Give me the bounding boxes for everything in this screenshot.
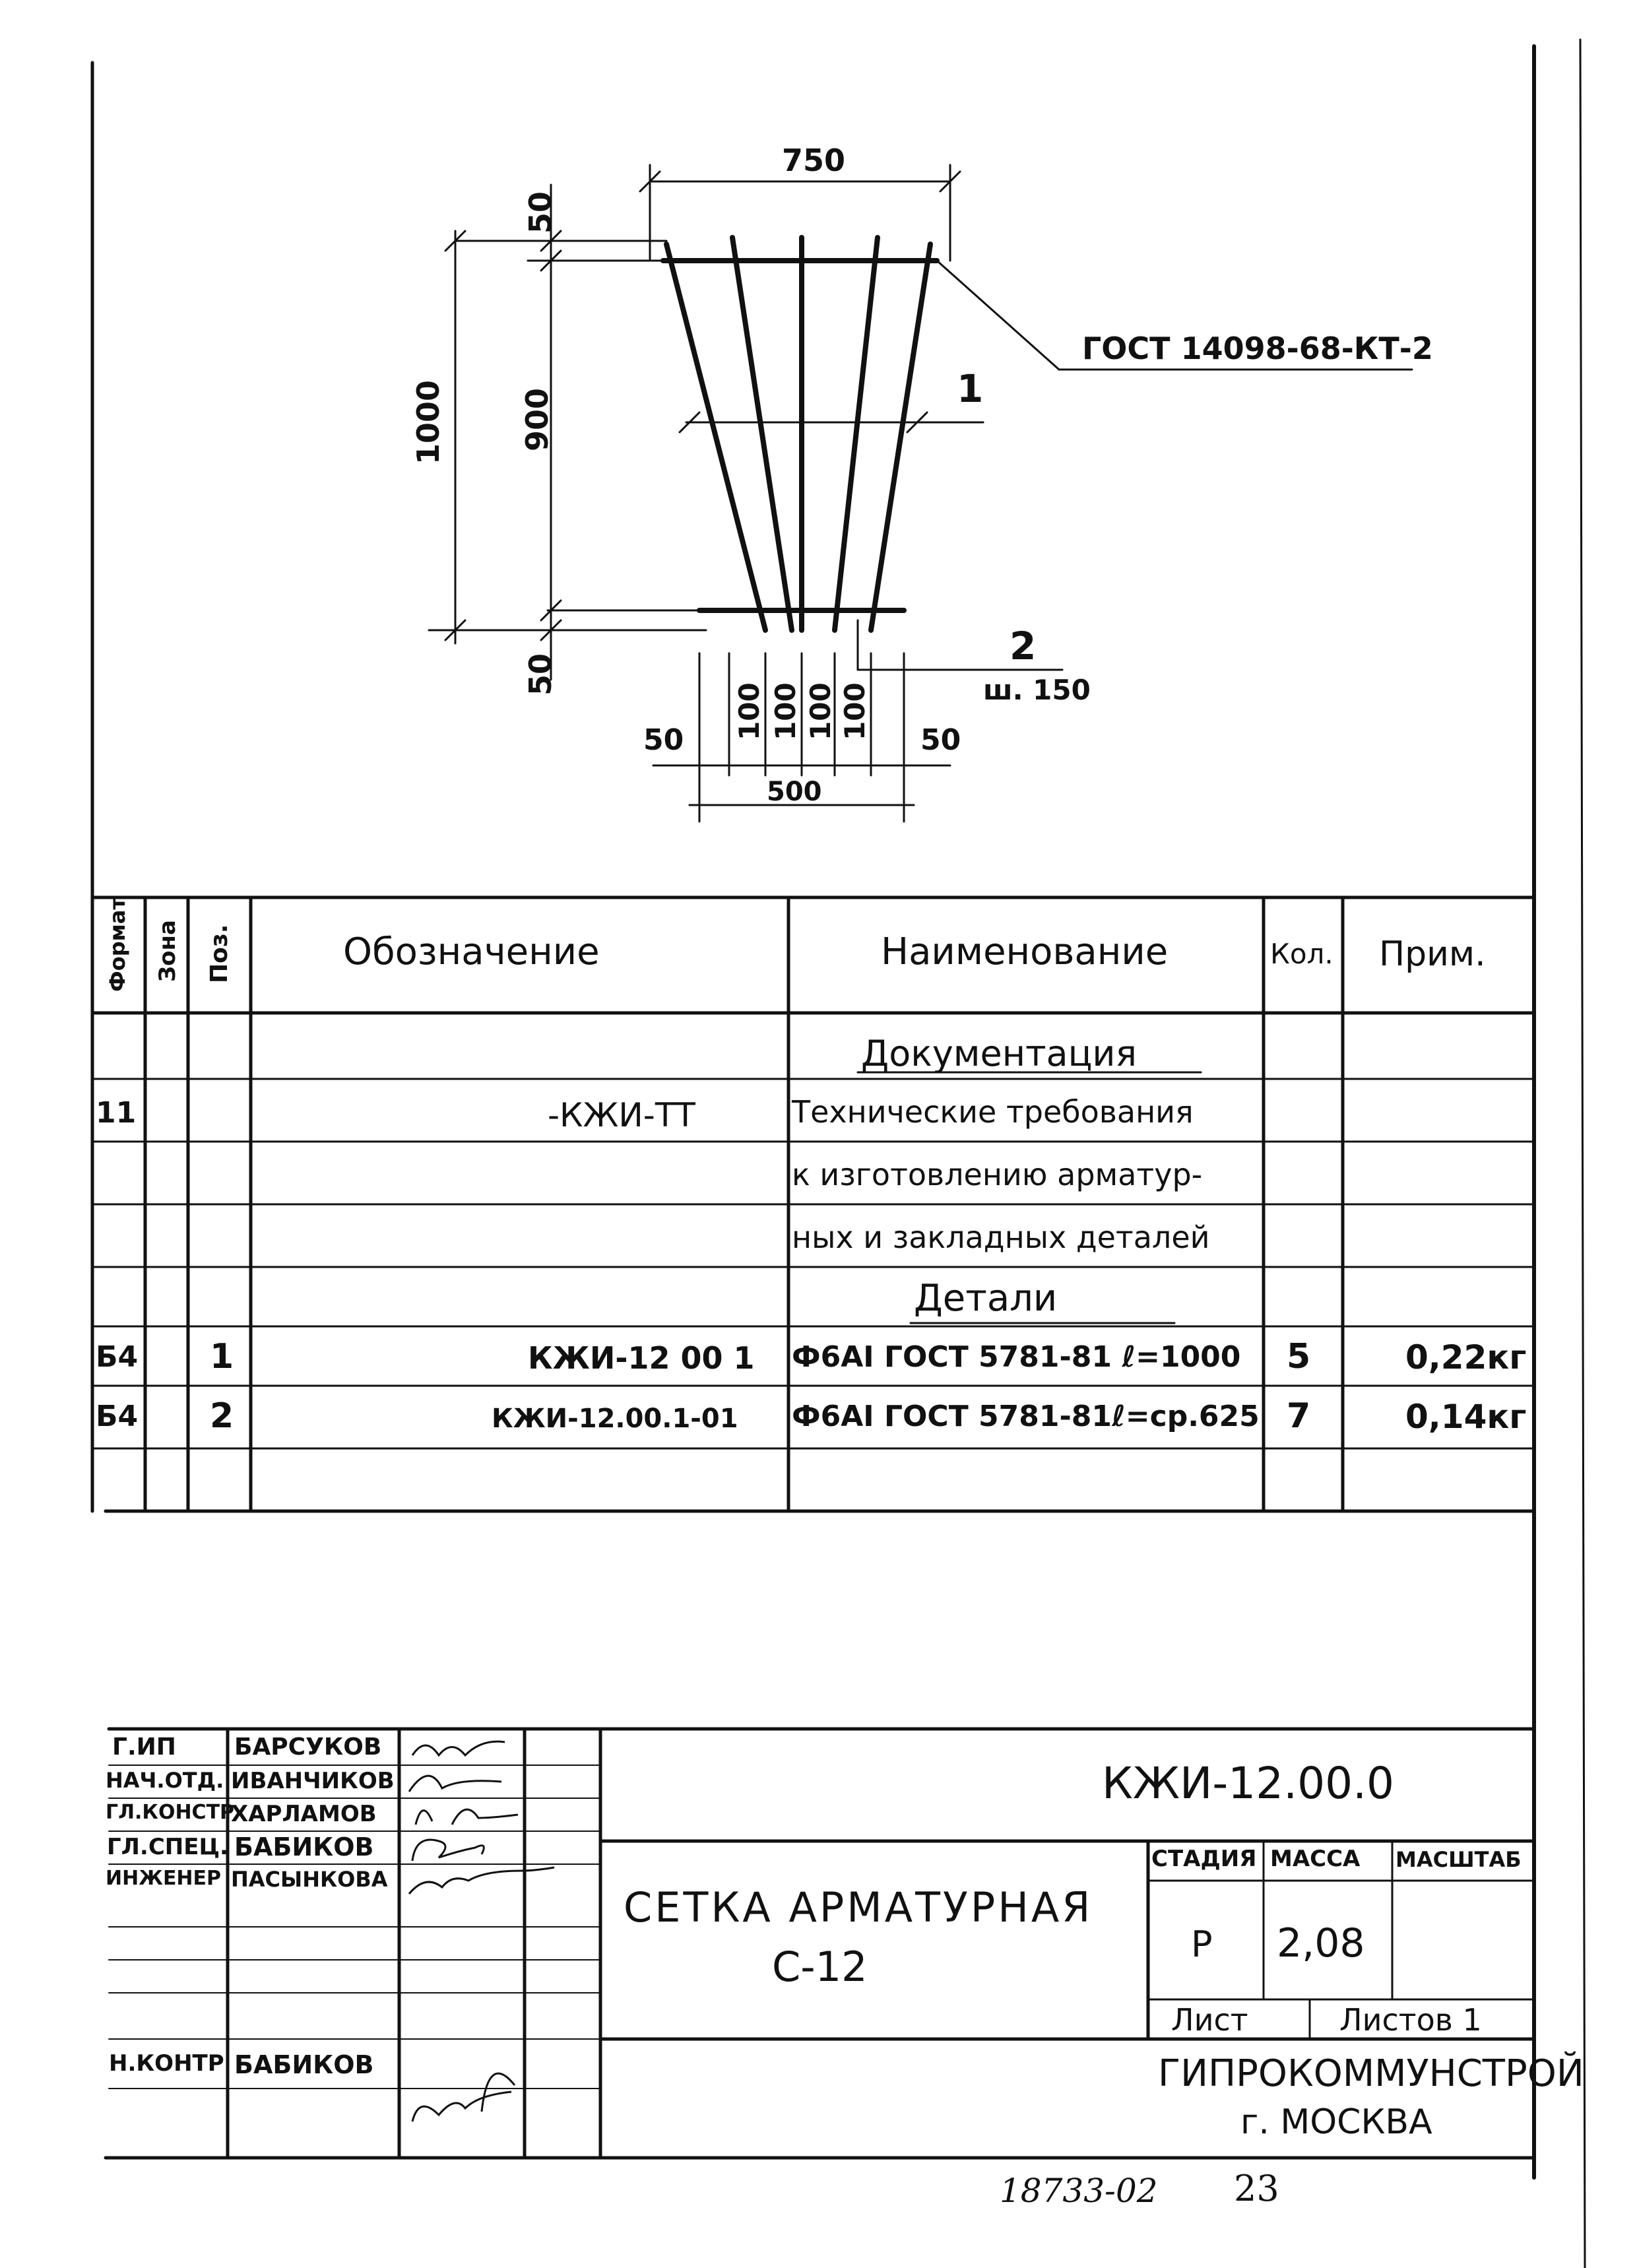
page-number: 23 xyxy=(1234,2168,1279,2209)
dim-1000-label: 1000 xyxy=(410,379,446,465)
part-row-format: Б4 xyxy=(96,1400,139,1433)
part-row-designation: КЖИ-12.00.1-01 xyxy=(492,1404,738,1434)
role-n-kontr: Н.КОНТР xyxy=(109,2050,224,2077)
sheets-label: Листов 1 xyxy=(1339,2002,1482,2038)
dim-100-d-label: 100 xyxy=(839,682,871,740)
dim-100-a-label: 100 xyxy=(733,682,765,740)
role-gip: Г.ИП xyxy=(112,1733,176,1761)
name-n-kontr: БАБИКОВ xyxy=(234,2050,374,2079)
role-nach-otd: НАЧ.ОТД. xyxy=(106,1768,224,1793)
part-row-name: Ф6АI ГОСТ 5781-81 ℓ=1000 xyxy=(792,1340,1241,1374)
signature-kharlamov xyxy=(414,1808,519,1825)
dim-100-c-label: 100 xyxy=(804,682,837,740)
role-engineer: ИНЖЕНЕР xyxy=(106,1867,222,1890)
scale-label: МАСШТАБ xyxy=(1396,1847,1522,1872)
name-gl-konstr: ХАРЛАМОВ xyxy=(231,1801,377,1827)
mesh-bar-2 xyxy=(730,235,794,633)
mass-label: МАССА xyxy=(1270,1846,1361,1872)
stage-value: Р xyxy=(1191,1924,1213,1965)
header-qty: Кол. xyxy=(1270,938,1333,970)
header-pos: Поз. xyxy=(206,924,233,983)
mesh-bar-4 xyxy=(832,235,880,633)
mass-value: 2,08 xyxy=(1277,1920,1365,1966)
section-documentation: Документация xyxy=(861,1033,1137,1074)
position-2-label: 2 xyxy=(1010,624,1037,668)
section-parts: Детали xyxy=(914,1277,1058,1320)
role-gl-konstr: ГЛ.КОНСТР xyxy=(106,1801,235,1824)
dim-100-b-label: 100 xyxy=(769,682,802,740)
dim-50-right-label: 50 xyxy=(920,723,961,757)
signature-barsukov xyxy=(411,1740,505,1757)
dim-50-top-label: 50 xyxy=(523,191,558,234)
sheet-edge-line xyxy=(1579,38,1586,2268)
role-gl-spec: ГЛ.СПЕЦ. xyxy=(107,1834,228,1860)
dim-500-label: 500 xyxy=(767,777,822,807)
dim-900-label: 900 xyxy=(519,387,555,451)
part-row-format: Б4 xyxy=(96,1340,139,1374)
name-nach-otd: ИВАНЧИКОВ xyxy=(231,1768,395,1794)
stage-label: СТАДИЯ xyxy=(1151,1846,1257,1872)
header-designation: Обозначение xyxy=(343,930,600,973)
doc-row-designation: -КЖИ-ТТ xyxy=(548,1096,695,1134)
drawing-title-line1: СЕТКА АРМАТУРНАЯ xyxy=(624,1883,1093,1931)
dim-50-left-label: 50 xyxy=(643,723,684,757)
position-2-spacing: ш. 150 xyxy=(983,674,1091,706)
header-format: Формат xyxy=(105,897,130,992)
dim-750-label: 750 xyxy=(782,143,846,178)
mesh-bar-5 xyxy=(868,242,933,633)
organization-name: ГИПРОКОММУНСТРОЙ xyxy=(1158,2052,1584,2095)
part-row-designation: КЖИ-12 00 1 xyxy=(528,1340,755,1376)
gost-callout: ГОСТ 14098-68-КТ-2 xyxy=(1082,331,1433,366)
part-row-pos: 2 xyxy=(210,1396,234,1436)
part-row-note: 0,14кг xyxy=(1405,1398,1527,1436)
signature-control xyxy=(411,2072,516,2122)
name-engineer: ПАСЫНКОВА xyxy=(231,1867,388,1892)
name-gl-spec: БАБИКОВ xyxy=(234,1832,374,1862)
header-zone: Зона xyxy=(154,920,181,982)
part-row-qty: 5 xyxy=(1287,1337,1311,1377)
organization-city: г. МОСКВА xyxy=(1240,2102,1432,2142)
mesh-bar-1 xyxy=(664,242,768,633)
signature-pasynkova xyxy=(408,1866,555,1895)
sheet-label: Лист xyxy=(1171,2002,1248,2038)
dim-50-bottom-label: 50 xyxy=(523,653,558,696)
drawing-title-line2: С-12 xyxy=(772,1943,868,1991)
signature-ivanchikov xyxy=(408,1774,502,1792)
part-row-qty: 7 xyxy=(1287,1396,1311,1436)
position-1-label: 1 xyxy=(957,366,984,411)
inventory-number: 18733-02 xyxy=(1000,2172,1158,2210)
signature-babikov xyxy=(411,1838,485,1862)
doc-row-name-line3: ных и закладных деталей xyxy=(792,1219,1210,1255)
doc-code: КЖИ-12.00.0 xyxy=(1102,1758,1395,1809)
part-row-note: 0,22кг xyxy=(1405,1338,1527,1377)
doc-row-name-line2: к изготовлению арматур- xyxy=(792,1157,1203,1192)
signatures xyxy=(408,1740,555,2122)
doc-row-format: 11 xyxy=(96,1096,137,1130)
header-note: Прим. xyxy=(1379,934,1486,974)
doc-row-name-line1: Технические требования xyxy=(792,1094,1194,1130)
part-row-pos: 1 xyxy=(210,1337,234,1377)
header-name: Наименование xyxy=(881,930,1169,973)
name-gip: БАРСУКОВ xyxy=(234,1733,382,1761)
part-row-name: Ф6АI ГОСТ 5781-81ℓ=ср.625 xyxy=(792,1400,1260,1433)
